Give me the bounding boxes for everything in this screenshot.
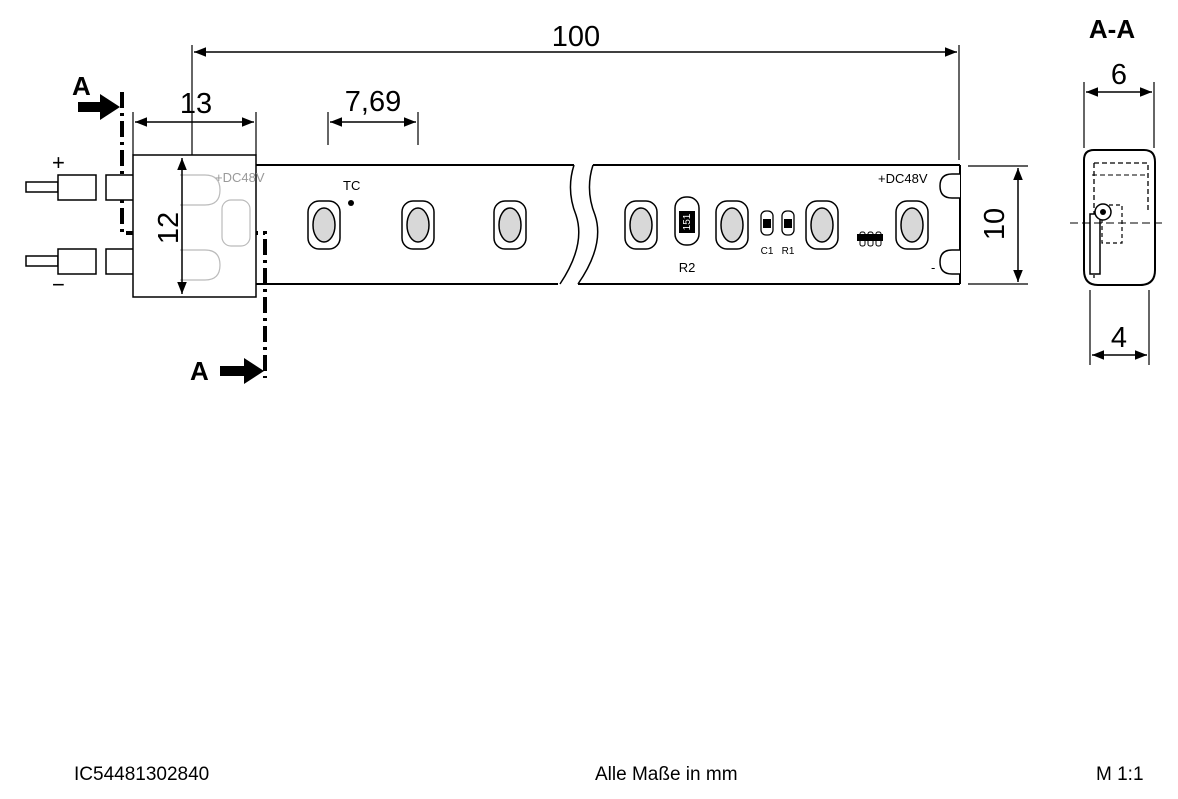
- section-mark-top-label: A: [72, 71, 91, 101]
- dimension-label-100: 100: [552, 21, 600, 53]
- section-title: A-A: [1089, 14, 1135, 44]
- led-strip-right: +DC48V -: [577, 164, 961, 285]
- led-chip: [895, 200, 929, 250]
- led-chip: [805, 200, 839, 250]
- dimension-label-13: 13: [180, 88, 212, 120]
- r2-label: R2: [679, 260, 696, 275]
- section-marker-top: A: [72, 71, 120, 120]
- c1-label: C1: [761, 246, 774, 257]
- dimension-label-7-69: 7,69: [345, 86, 401, 118]
- resistor-r1: R1: [781, 210, 795, 257]
- strip-minus-label: -: [931, 260, 935, 275]
- led-chip: [307, 200, 341, 250]
- section-view: A-A 6 4: [1070, 14, 1166, 365]
- section-marker-bottom: A: [190, 356, 264, 386]
- led-chip: [401, 200, 435, 250]
- tc-label: TC: [343, 178, 360, 193]
- led-chip: [624, 200, 658, 250]
- dimension-label-6: 6: [1111, 59, 1127, 91]
- dimension-label-4: 4: [1111, 322, 1127, 354]
- led-chip: [493, 200, 527, 250]
- plus-label: +: [52, 150, 65, 175]
- connector-voltage-label: +DC48V: [215, 170, 265, 185]
- resistor-r2: 151 R2: [674, 196, 700, 275]
- led-chip: [715, 200, 749, 250]
- r2-value-label: 151: [682, 213, 693, 230]
- article-number: IC54481302840: [74, 764, 210, 785]
- connector-block: +DC48V 12: [132, 154, 265, 298]
- scale-note: M 1:1: [1096, 764, 1144, 785]
- strip-voltage-label: +DC48V: [878, 171, 928, 186]
- dimension-label-10: 10: [979, 208, 1011, 240]
- dimension-strip-height: 10: [968, 165, 1028, 285]
- section-mark-bottom-label: A: [190, 356, 209, 386]
- wire-plus: +: [25, 150, 135, 201]
- dimension-connector-length: 13: [132, 88, 257, 155]
- units-note: Alle Maße in mm: [595, 764, 738, 785]
- r1-label: R1: [782, 246, 795, 257]
- dimension-total-length: 100: [191, 21, 960, 160]
- led-group: [307, 200, 929, 250]
- dimension-label-12: 12: [153, 212, 185, 244]
- wire-minus: −: [25, 248, 135, 297]
- dimension-led-pitch: 7,69: [327, 86, 419, 145]
- ic-chip: [857, 231, 883, 247]
- minus-label: −: [52, 272, 65, 297]
- capacitor-c1: C1: [760, 210, 774, 257]
- led-strip-left: TC: [256, 164, 580, 285]
